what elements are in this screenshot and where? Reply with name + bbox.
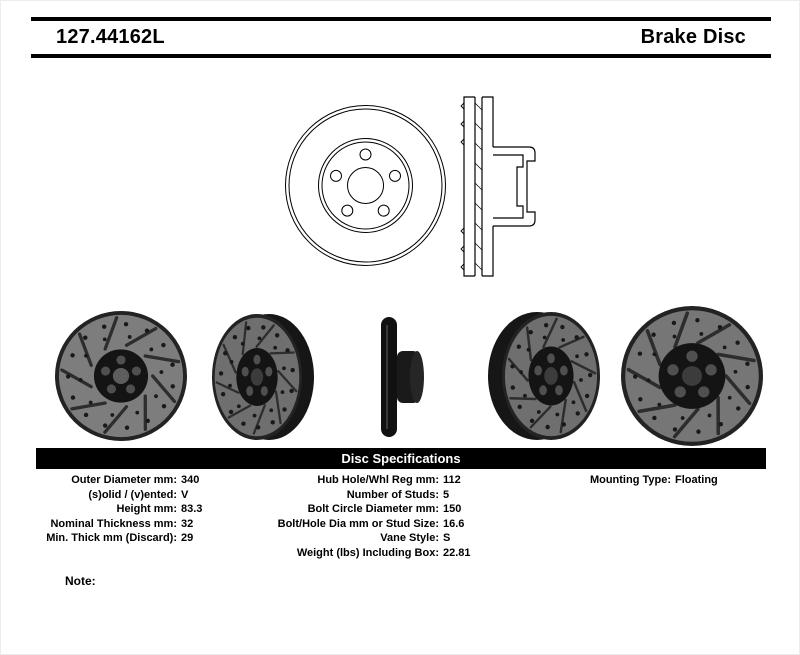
note-label: Note: <box>65 574 96 588</box>
spec-row: Outer Diameter mm: 340 <box>29 473 202 488</box>
front-view-drawing <box>285 105 446 266</box>
spec-value: 22.81 <box>443 546 471 559</box>
spec-row: Hub Hole/Whl Reg mm: 112 <box>259 473 471 488</box>
product-title: Brake Disc <box>640 26 746 48</box>
spec-value: 340 <box>181 474 200 486</box>
product-photo-edge-view <box>381 317 424 437</box>
spec-row: Number of Studs: 5 <box>259 488 471 503</box>
spec-label: Bolt Circle Diameter mm: <box>307 503 439 516</box>
spec-label: Weight (lbs) Including Box: <box>296 546 439 559</box>
spec-value: 83.3 <box>181 503 203 516</box>
spec-label: Min. Thick mm (Discard): <box>46 532 177 545</box>
specs-column-middle: Hub Hole/Whl Reg mm: 112 Number of Studs… <box>259 473 471 561</box>
spec-row: Nominal Thickness mm: 32 <box>29 517 202 532</box>
part-number: 127.44162L <box>56 26 165 48</box>
spec-row: Mounting Type: Floating <box>561 473 718 488</box>
spec-label: (s)olid / (v)ented: <box>88 488 177 501</box>
spec-row: Vane Style: S <box>259 531 471 546</box>
spec-value: 5 <box>443 488 450 501</box>
product-photo-front-view-alt <box>621 306 763 446</box>
spec-row: Weight (lbs) Including Box: 22.81 <box>259 546 471 561</box>
specs-banner-title: Disc Specifications <box>341 451 461 466</box>
spec-value: Floating <box>675 474 718 486</box>
header: 127.44162L Brake Disc <box>31 17 771 58</box>
spec-label: Number of Studs: <box>346 488 439 501</box>
spec-label: Mounting Type: <box>589 474 671 486</box>
spec-label: Vane Style: <box>380 532 439 545</box>
spec-row: Min. Thick mm (Discard): 29 <box>29 531 202 546</box>
spec-value: V <box>181 488 189 501</box>
product-photo-angled-right <box>488 312 600 440</box>
product-photo-front-view <box>55 311 187 441</box>
spec-row: Height mm: 83.3 <box>29 502 203 517</box>
spec-row: Bolt/Hole Dia mm or Stud Size: 16.6 <box>259 517 471 532</box>
spec-value: 16.6 <box>443 517 465 530</box>
spec-label: Hub Hole/Whl Reg mm: <box>317 474 439 486</box>
specs-column-right: Mounting Type: Floating <box>561 473 718 488</box>
spec-label: Bolt/Hole Dia mm or Stud Size: <box>277 517 439 530</box>
spec-label: Nominal Thickness mm: <box>50 517 177 530</box>
specs-banner: Disc Specifications <box>36 448 766 469</box>
spec-value: 29 <box>181 532 194 545</box>
spec-value: S <box>443 532 451 545</box>
product-photo-angled-left <box>212 314 314 440</box>
spec-value: 112 <box>443 474 461 486</box>
spec-label: Outer Diameter mm: <box>71 474 177 486</box>
spec-label: Height mm: <box>116 503 178 516</box>
spec-row: Bolt Circle Diameter mm: 150 <box>259 502 471 517</box>
spec-value: 150 <box>443 503 462 516</box>
spec-value: 32 <box>181 517 194 530</box>
cross-section-drawing <box>460 96 536 277</box>
spec-row: (s)olid / (v)ented: V <box>29 488 202 503</box>
specs-column-left: Outer Diameter mm: 340 (s)olid / (v)ente… <box>29 473 202 546</box>
